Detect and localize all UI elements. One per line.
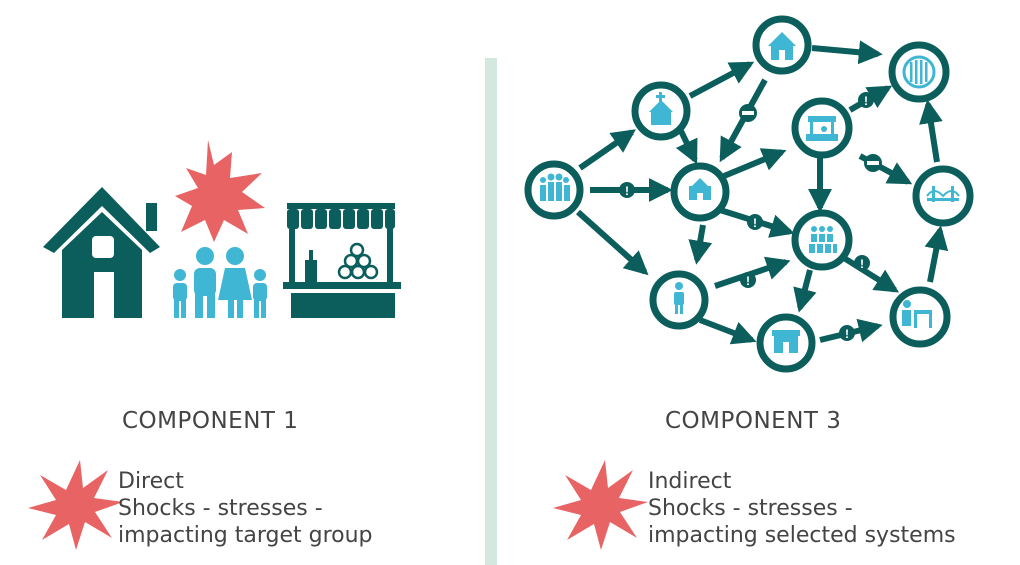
component-1-title: COMPONENT 1 — [122, 408, 299, 434]
vendor-node — [889, 286, 951, 348]
crowd-icon — [809, 226, 837, 253]
component-1-description: Direct Shocks - stresses - impacting tar… — [118, 468, 373, 549]
warning-icon: ! — [854, 255, 870, 271]
shock-starburst-icon — [175, 140, 265, 242]
description-line: impacting selected systems — [648, 523, 956, 548]
warning-icon: ! — [839, 325, 855, 341]
component-1-illustration — [43, 140, 401, 318]
house-icon — [43, 187, 160, 318]
warning-icon: ! — [747, 214, 763, 230]
panel-divider — [485, 58, 497, 565]
vendor-icon — [902, 300, 932, 328]
description-line: Shocks - stresses - — [648, 496, 853, 521]
svg-text:!: ! — [625, 184, 629, 198]
sewer-grate-node — [888, 41, 950, 103]
description-line: Direct — [118, 469, 184, 494]
system-network-diagram: ! ! ! ! ! ! — [524, 15, 974, 373]
block-icon — [864, 154, 882, 172]
description-line: impacting target group — [118, 523, 373, 548]
warning-icon: ! — [740, 272, 756, 288]
bridge-icon — [926, 186, 960, 202]
description-line: Shocks - stresses - — [118, 496, 323, 521]
component-3-description: Indirect Shocks - stresses - impacting s… — [648, 468, 956, 549]
family-icon — [540, 173, 570, 201]
family-icon — [173, 247, 267, 318]
person-icon — [674, 282, 684, 314]
warning-markers: ! ! ! ! ! ! — [619, 92, 882, 341]
component-3-title: COMPONENT 3 — [665, 408, 842, 434]
svg-text:!: ! — [864, 94, 868, 108]
house-icon — [768, 32, 796, 60]
svg-text:!: ! — [845, 327, 849, 341]
market-stall-icon — [283, 203, 401, 318]
node-glyphs — [540, 32, 960, 353]
indirect-shock-icon — [553, 460, 648, 550]
svg-text:!: ! — [753, 216, 757, 230]
description-line: Indirect — [648, 469, 732, 494]
shop-icon — [772, 330, 800, 353]
school-icon — [689, 178, 711, 200]
sewer-grate-icon — [902, 55, 936, 89]
church-icon — [649, 92, 673, 125]
warning-icon: ! — [858, 92, 874, 108]
block-icon — [739, 104, 757, 122]
svg-text:!: ! — [746, 274, 750, 288]
warning-icon: ! — [619, 182, 635, 198]
svg-text:!: ! — [860, 257, 864, 271]
network-links — [575, 40, 949, 345]
market-stall-icon — [806, 116, 838, 141]
direct-shock-icon — [28, 460, 123, 550]
